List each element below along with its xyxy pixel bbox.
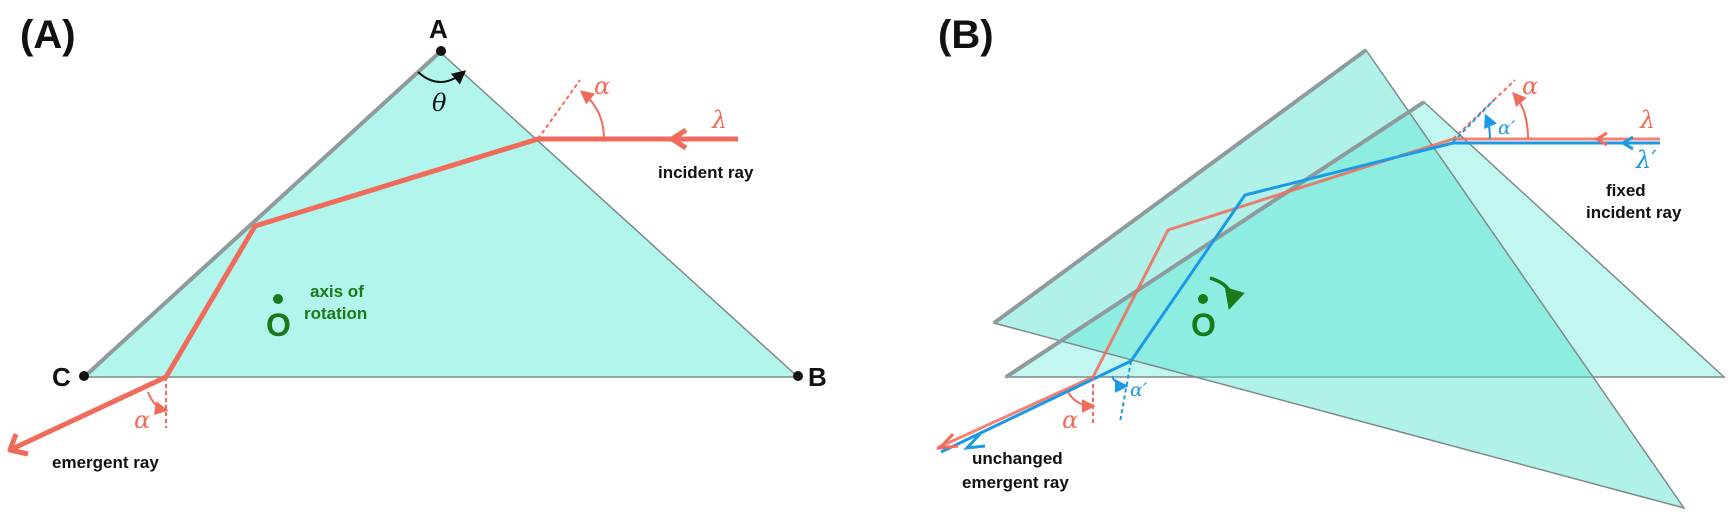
incident-caption-b-line1: fixed (1606, 181, 1646, 200)
emergent-arrow-a (7, 433, 29, 457)
rotation-arrow (1209, 276, 1245, 311)
exit-angle-label-blue-b: α′ (1130, 379, 1148, 401)
emergent-arrow-blue-b (963, 432, 986, 450)
vertex-c-dot (79, 371, 89, 381)
ray-red-b (936, 137, 1660, 450)
ray-blue-b (940, 141, 1660, 454)
vertex-b-dot (793, 371, 803, 381)
incident-caption-a: incident ray (658, 163, 754, 182)
wavelength-label-a: λ (711, 106, 727, 134)
wavelength-label-blue-b: λ′ (1635, 146, 1657, 174)
ray-path-a (10, 136, 738, 452)
incident-caption-b-line2: incident ray (1586, 203, 1682, 222)
incident-normal-blue-b (1452, 99, 1495, 143)
incidence-angle-label-red-b: α (1522, 72, 1538, 100)
incident-arrow-red-b (1594, 131, 1608, 147)
wavelength-label-red-b: λ (1639, 106, 1655, 134)
exit-angle-arc-a (147, 391, 169, 416)
emergent-caption-a: emergent ray (52, 453, 159, 472)
emergent-arrow-red-b (936, 432, 959, 450)
prism-b-rotated-face (992, 48, 1368, 325)
panel-b-label: (B) (938, 13, 994, 57)
apex-angle-label: θ (432, 89, 447, 117)
incidence-angle-arc-a (579, 90, 605, 140)
vertex-c-label: C (52, 362, 71, 392)
apex-angle-arc (417, 70, 467, 85)
exit-angle-arc-blue-b (1111, 375, 1129, 393)
axis-caption-line2: rotation (304, 304, 367, 323)
prism-a-face-ac (82, 50, 442, 379)
incident-arrow-a (669, 127, 688, 151)
exit-angle-arc-red-b (1067, 391, 1096, 413)
incidence-angle-arc-blue-b (1484, 113, 1497, 140)
axis-point-label-a: O (266, 307, 291, 343)
exit-angle-label-a: α (134, 406, 150, 434)
panel-a: (A) θ α λ incident ray α emergent ray A … (7, 13, 827, 472)
panel-b: (B) α α′ λ λ′ fixed incident ray α (936, 13, 1726, 510)
panel-a-label: (A) (20, 13, 76, 57)
vertex-a-dot (436, 46, 446, 56)
incident-arrow-blue-b (1620, 135, 1634, 151)
exit-angle-label-red-b: α (1062, 406, 1078, 434)
axis-dot-b (1198, 294, 1208, 304)
axis-point-label-b: O (1191, 307, 1216, 343)
incidence-angle-label-a: α (594, 72, 610, 100)
incidence-angle-label-blue-b: α′ (1498, 117, 1516, 139)
axis-caption-line1: axis of (310, 282, 364, 301)
incident-normal-a (537, 79, 581, 140)
incidence-angle-arc-red-b (1512, 91, 1529, 140)
axis-dot-a (273, 294, 283, 304)
vertex-a-label: A (429, 14, 448, 44)
vertex-b-label: B (808, 362, 827, 392)
emergent-caption-b-line2: emergent ray (962, 473, 1069, 492)
emergent-caption-b-line1: unchanged (972, 449, 1063, 468)
